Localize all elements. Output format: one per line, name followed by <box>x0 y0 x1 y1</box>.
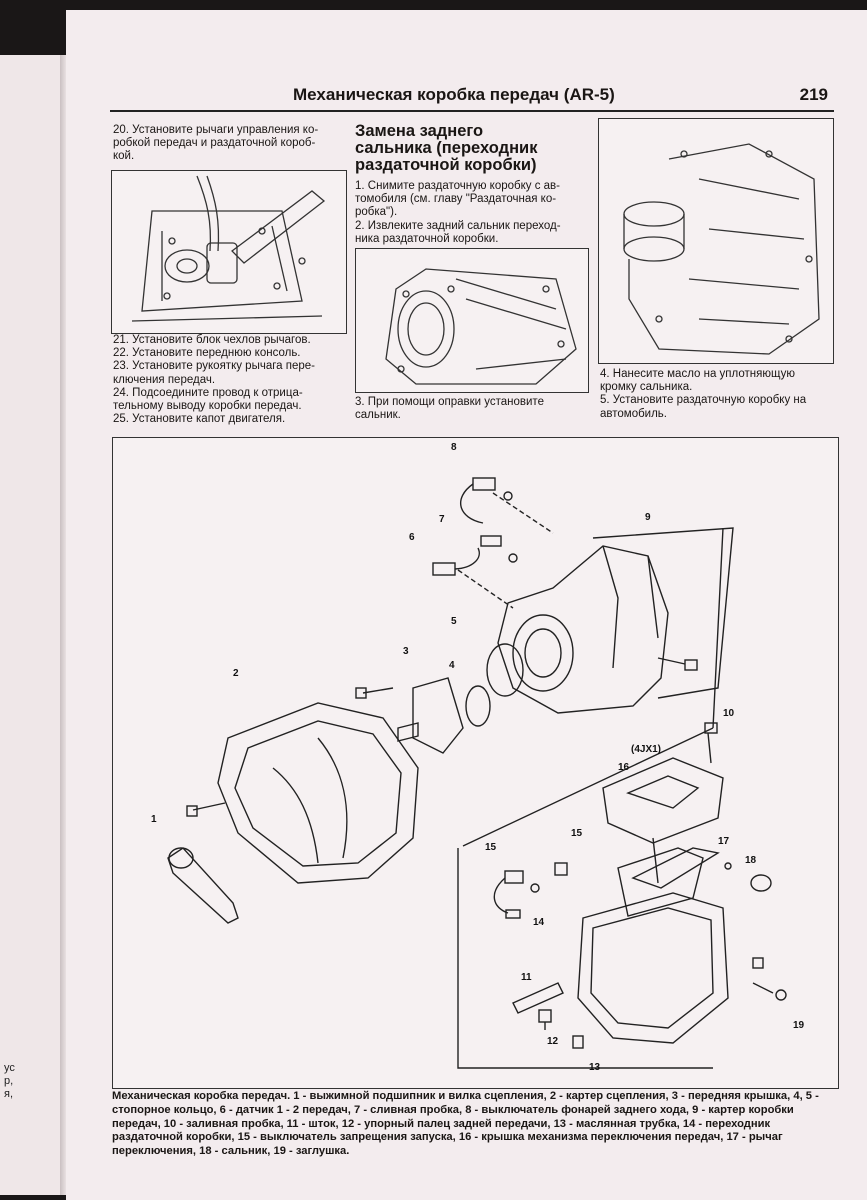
shift-levers-illustration <box>131 175 326 322</box>
label-17: 17 <box>718 836 730 847</box>
label-4jx1: (4JX1) <box>631 744 661 755</box>
label-19: 19 <box>793 1020 805 1031</box>
page-title: Механическая коробка передач (AR-5) <box>293 85 615 104</box>
oil-seal-illustration <box>623 143 820 355</box>
label-15a: 15 <box>485 842 497 853</box>
figure-oil-seal <box>598 118 834 364</box>
label-11: 11 <box>521 972 532 983</box>
page-header: Механическая коробка передач (AR-5) 219 <box>110 84 834 112</box>
label-4: 4 <box>449 660 455 671</box>
label-7: 7 <box>439 514 445 525</box>
exploded-view-diagram: 1 2 3 4 5 6 7 8 9 10 11 12 13 14 15 15 1… <box>112 437 839 1089</box>
label-16: 16 <box>618 762 630 773</box>
section-heading: Замена заднего сальника (переходник разд… <box>355 122 538 174</box>
label-2: 2 <box>233 668 239 679</box>
figure-shift-levers <box>111 170 347 334</box>
left-page-fragment: ус р, я, <box>4 1062 15 1100</box>
steps-21-25-text: 21. Установите блок чехлов рычагов. 22. … <box>113 334 316 426</box>
transmission-exploded-drawing: 1 2 3 4 5 6 7 8 9 10 11 12 13 14 15 15 1… <box>151 442 805 1073</box>
label-10: 10 <box>723 708 735 719</box>
label-12: 12 <box>547 1036 559 1047</box>
figure-seal-install <box>355 248 589 393</box>
seal-installation-illustration <box>385 268 577 385</box>
label-6: 6 <box>409 532 415 543</box>
figure-caption: Механическая коробка передач. 1 - выжимн… <box>112 1090 819 1158</box>
label-15b: 15 <box>571 828 583 839</box>
label-1: 1 <box>151 814 157 825</box>
step-3-text: 3. При помощи оправки установите сальник… <box>355 396 544 422</box>
step-20-text: 20. Установите рычаги управления ко- роб… <box>113 124 319 163</box>
label-18: 18 <box>745 855 757 866</box>
label-3: 3 <box>403 646 409 657</box>
label-5: 5 <box>451 616 457 627</box>
page-number: 219 <box>799 85 828 104</box>
steps-4-5-text: 4. Нанесите масло на уплотняющую кромку … <box>600 368 807 420</box>
label-13: 13 <box>589 1062 601 1073</box>
left-page-edge <box>0 55 64 1195</box>
label-14: 14 <box>533 917 545 928</box>
steps-1-2-text: 1. Снимите раздаточную коробку с ав- том… <box>355 180 561 245</box>
label-9: 9 <box>645 512 651 523</box>
label-8: 8 <box>451 442 457 453</box>
